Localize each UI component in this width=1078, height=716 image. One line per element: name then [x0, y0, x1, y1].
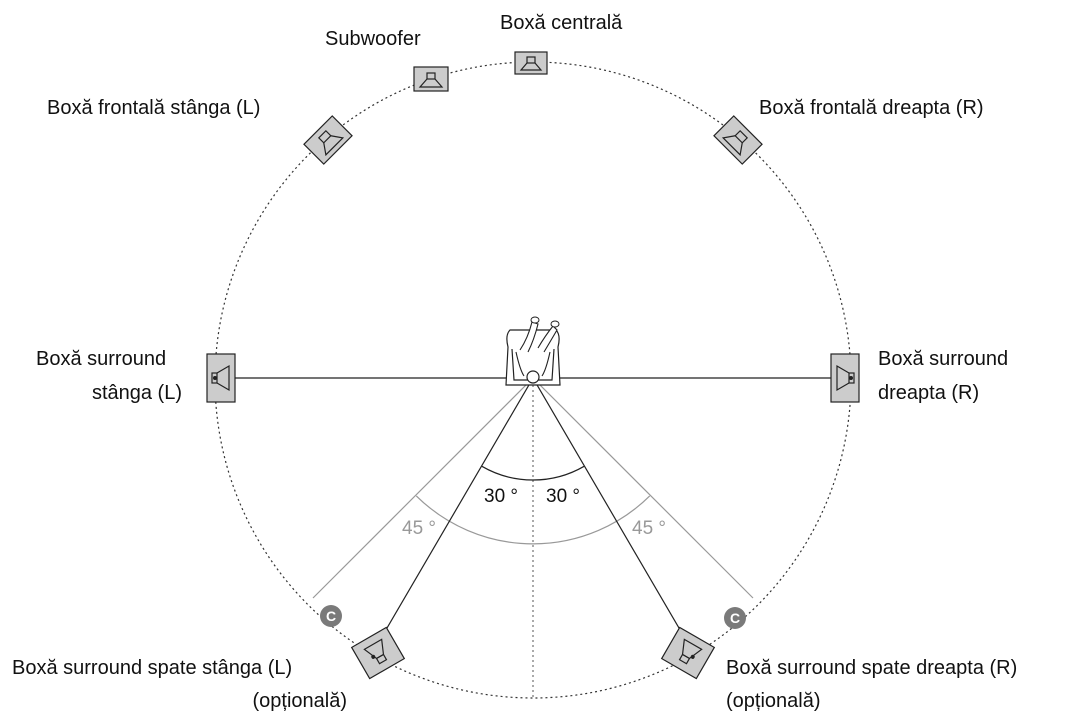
center-speaker-icon — [514, 51, 548, 75]
label-subwoofer: Subwoofer — [325, 28, 421, 50]
optional-badge-left-icon: C — [320, 605, 342, 627]
label-surround-left-line2: stânga (L) — [92, 382, 182, 404]
guide-45-left — [312, 377, 534, 599]
label-front-left: Boxă frontală stânga (L) — [47, 97, 260, 119]
front-left-speaker-icon — [303, 115, 353, 165]
label-surround-back-right-line2: (opțională) — [726, 690, 821, 712]
surround-back-left-speaker-icon — [350, 626, 406, 680]
label-front-right: Boxă frontală dreapta (R) — [759, 97, 984, 119]
svg-text:C: C — [326, 608, 336, 624]
label-center-speaker: Boxă centrală — [500, 12, 623, 34]
label-surround-back-right-line1: Boxă surround spate dreapta (R) — [726, 657, 1017, 679]
surround-back-right-speaker-icon — [660, 626, 716, 680]
angle-label-inner-left: 30 ° — [484, 486, 518, 507]
surround-right-speaker-icon — [830, 353, 860, 403]
angle-label-outer-right: 45 ° — [632, 518, 666, 539]
surround-left-speaker-icon — [206, 353, 236, 403]
label-surround-left-line1: Boxă surround — [36, 348, 166, 370]
arc-30 — [481, 465, 585, 481]
label-surround-right-line1: Boxă surround — [878, 348, 1008, 370]
subwoofer-icon — [413, 66, 449, 92]
angle-label-outer-left: 45 ° — [402, 518, 436, 539]
label-surround-back-left-line2: (opțională) — [252, 690, 347, 712]
svg-text:C: C — [730, 610, 740, 626]
label-surround-back-left-line1: Boxă surround spate stânga (L) — [12, 657, 292, 679]
guide-30-left — [372, 377, 534, 653]
optional-badge-right-icon: C — [724, 607, 746, 629]
angle-label-inner-right: 30 ° — [546, 486, 580, 507]
listener-chair-icon — [505, 316, 561, 386]
guide-45-right — [532, 377, 754, 599]
label-surround-right-line2: dreapta (R) — [878, 382, 979, 404]
arc-45 — [415, 495, 651, 545]
front-right-speaker-icon — [713, 115, 763, 165]
guide-30-right — [532, 377, 694, 653]
